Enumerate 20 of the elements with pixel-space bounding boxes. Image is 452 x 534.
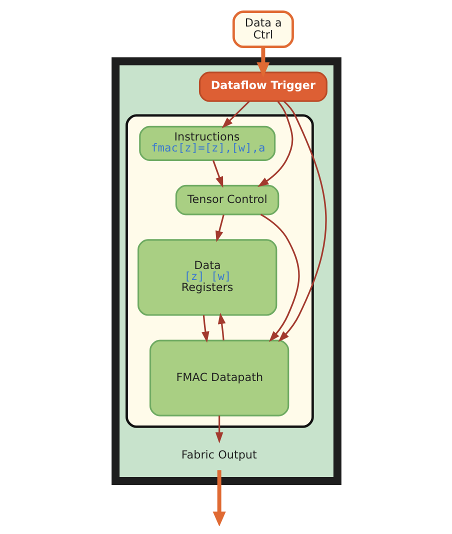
arrow [256,46,270,78]
node-box: Dataflow Trigger [198,72,327,102]
node-text: Fabric Output [180,448,256,462]
arrow [217,312,226,340]
arrow [257,100,293,187]
arrow [278,100,326,342]
arrow [215,214,224,242]
node-box: Data [z] [w] Registers [137,239,277,316]
arrow [214,416,223,444]
arrow [212,470,226,526]
cluster [125,114,314,428]
node-box: Tensor Control [174,184,279,216]
arrow [212,160,223,188]
arrow [221,100,250,128]
arrow [260,214,300,342]
arrow [201,315,209,343]
node-box: Instructions fmac[z]=[z],[w],a [138,126,276,161]
node-box: FMAC Datapath [149,340,289,416]
cluster [111,57,341,485]
node-box: Data a Ctrl [232,10,294,48]
